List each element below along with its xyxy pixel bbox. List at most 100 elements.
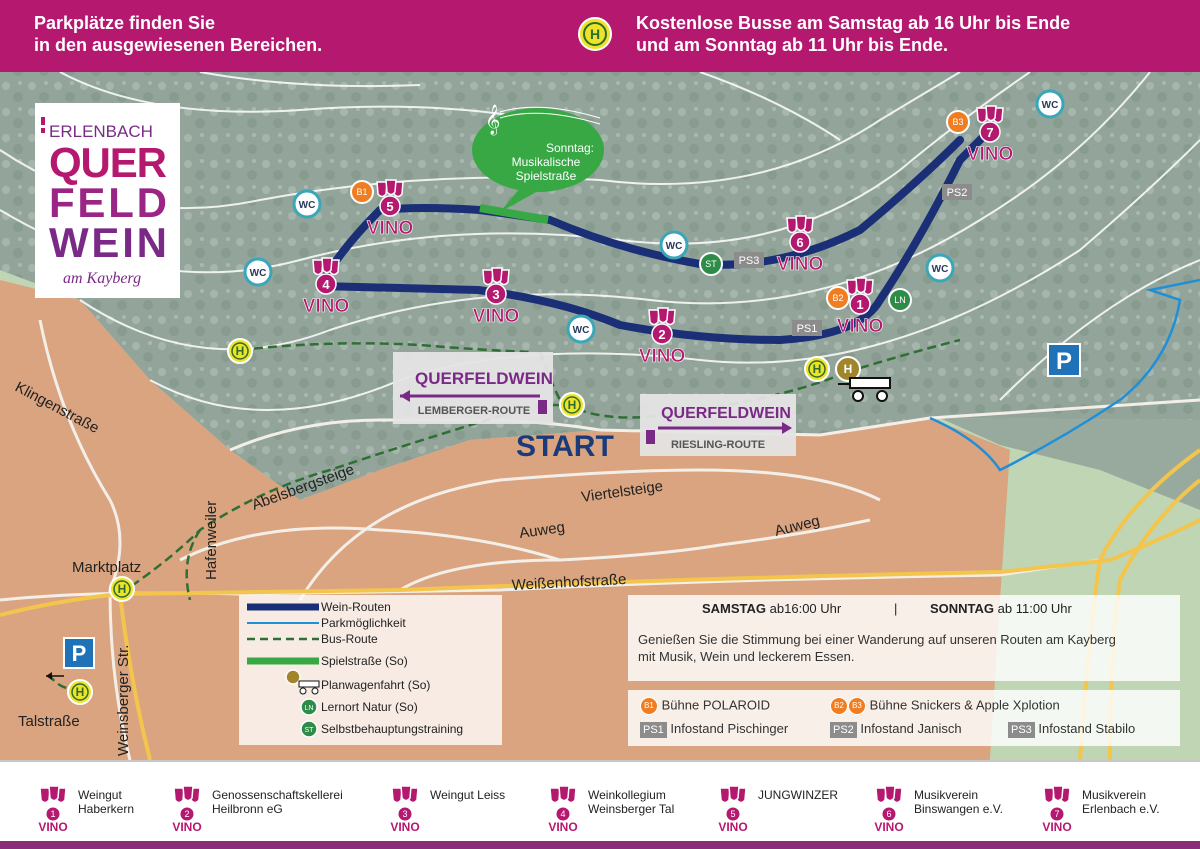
samstag-label: SAMSTAG bbox=[702, 601, 767, 616]
station-1-marker[interactable]: 1 VINO bbox=[836, 277, 884, 337]
infostand-ps3-label: Infostand Stabilo bbox=[1038, 721, 1136, 736]
stage-b2b3-label: Bühne Snickers & Apple Xplotion bbox=[869, 697, 1060, 713]
music-bubble: 𝄞 Sonntag: Musikalische Spielstraße bbox=[472, 104, 604, 212]
sponsor-6-line-2: Binswangen e.V. bbox=[914, 802, 1003, 816]
svg-text:1: 1 bbox=[856, 297, 863, 312]
bus-line-1: Kostenlose Busse am Samstag ab 16 Uhr bi… bbox=[636, 13, 1071, 33]
station-2-marker[interactable]: 2 VINO bbox=[638, 307, 686, 367]
planwagen-stop-icon: H bbox=[835, 356, 861, 382]
svg-text:WC: WC bbox=[932, 264, 949, 275]
svg-text:3: 3 bbox=[492, 287, 499, 302]
wc-icon: WC bbox=[243, 257, 273, 287]
svg-text:6: 6 bbox=[796, 235, 803, 250]
svg-text:B3: B3 bbox=[952, 117, 963, 127]
svg-text:H: H bbox=[118, 582, 127, 596]
svg-text:5: 5 bbox=[730, 809, 735, 819]
svg-text:H: H bbox=[236, 344, 245, 358]
station-3-marker[interactable]: 3 VINO bbox=[472, 267, 520, 327]
svg-text:7: 7 bbox=[986, 125, 993, 140]
parking-info: Parkplätze finden Sie in den ausgewiesen… bbox=[34, 12, 322, 56]
station-4-vino: VINO bbox=[303, 296, 349, 317]
infostand-ps2-badge: PS2 bbox=[830, 721, 857, 738]
parking-icon: P bbox=[1047, 343, 1081, 377]
stage-b1-label: Bühne POLAROID bbox=[661, 697, 771, 713]
sponsor-4-line-2: Weinsberger Tal bbox=[588, 802, 675, 816]
street-weissenhofstrasse: Weißenhofstraße bbox=[511, 571, 627, 594]
legend-bus-route: Bus-Route bbox=[321, 632, 378, 646]
stage-b2-badge: B2 bbox=[830, 697, 848, 715]
infostand-ps3-badge: PS3 bbox=[1008, 721, 1035, 738]
svg-text:VINO: VINO bbox=[548, 820, 577, 832]
svg-text:4: 4 bbox=[560, 809, 565, 819]
bus-info: Kostenlose Busse am Samstag ab 16 Uhr bi… bbox=[636, 12, 1070, 56]
riesling-route-sign[interactable]: QUERFELDWEIN RIESLING-ROUTE bbox=[640, 394, 796, 456]
infostand-ps2-label: Infostand Janisch bbox=[860, 721, 962, 736]
station-5-marker[interactable]: 5 VINO bbox=[366, 179, 414, 239]
svg-text:P: P bbox=[72, 641, 87, 666]
event-logo: ERLENBACH QUER FELD WEIN am Kayberg bbox=[35, 103, 180, 298]
bus-stop-icon: H bbox=[578, 17, 612, 51]
svg-text:WC: WC bbox=[250, 268, 267, 279]
selbstbehauptung-badge: ST bbox=[699, 252, 723, 276]
sponsor-1-line-2: Haberkern bbox=[78, 802, 135, 816]
svg-text:3: 3 bbox=[402, 809, 407, 819]
logo-erlenbach: ERLENBACH bbox=[49, 122, 153, 141]
parking-icon: P bbox=[63, 637, 95, 669]
stage-b1-badge: B1 bbox=[350, 180, 374, 204]
bus-stop-icon: H bbox=[227, 338, 253, 364]
legend-spielstrasse: Spielstraße (So) bbox=[321, 654, 408, 668]
svg-text:VINO: VINO bbox=[390, 820, 419, 832]
street-talstrasse: Talstraße bbox=[18, 713, 80, 730]
sponsor-4-line-1: Weinkollegium bbox=[588, 788, 666, 802]
svg-text:4: 4 bbox=[322, 277, 330, 292]
svg-text:PS3: PS3 bbox=[739, 255, 760, 267]
samstag-time: ab16:00 Uhr bbox=[769, 601, 842, 616]
bus-line-2: und am Sonntag ab 11 Uhr bis Ende. bbox=[636, 35, 949, 55]
map-legend: LN ST Wein-Routen Parkmöglichkeit Bus-Ro… bbox=[239, 595, 502, 745]
sponsor-6-line-1: Musikverein bbox=[914, 788, 979, 802]
station-6-marker[interactable]: 6 VINO bbox=[776, 215, 824, 275]
riesling-subtitle: RIESLING-ROUTE bbox=[671, 439, 765, 451]
street-marktplatz: Marktplatz bbox=[72, 559, 141, 576]
legend-selbstbehauptung: Selbstbehauptungstraining bbox=[321, 722, 464, 736]
lemberger-route-sign[interactable]: QUERFELDWEIN LEMBERGER-ROUTE bbox=[393, 352, 553, 424]
station-5-vino: VINO bbox=[367, 218, 413, 239]
street-hafenweiler: Hafenweiler bbox=[203, 501, 220, 580]
infostand-ps1-badge: PS1 bbox=[792, 320, 822, 336]
station-2-vino: VINO bbox=[639, 346, 685, 367]
station-4-marker[interactable]: 4 VINO bbox=[302, 257, 350, 317]
sponsor-7-line-2: Erlenbach e.V. bbox=[1082, 802, 1160, 816]
logo-wein: WEIN bbox=[49, 219, 167, 266]
svg-text:PS1: PS1 bbox=[797, 323, 818, 335]
svg-text:ST: ST bbox=[305, 727, 315, 734]
stage-b1-badge: B1 bbox=[640, 697, 658, 715]
music-line-2: Musikalische bbox=[512, 155, 581, 169]
wc-icon: WC bbox=[566, 314, 596, 344]
svg-text:1: 1 bbox=[50, 809, 55, 819]
music-line-3: Spielstraße bbox=[516, 169, 577, 183]
svg-text:5: 5 bbox=[386, 199, 393, 214]
header-bar: Parkplätze finden Sie in den ausgewiesen… bbox=[0, 0, 1200, 72]
svg-text:7: 7 bbox=[1054, 809, 1059, 819]
svg-text:ST: ST bbox=[705, 259, 717, 269]
station-3-vino: VINO bbox=[473, 306, 519, 327]
svg-text:WC: WC bbox=[666, 241, 683, 252]
logo-feld: FELD bbox=[49, 179, 167, 226]
bottom-stripe bbox=[0, 841, 1200, 849]
svg-text:VINO: VINO bbox=[1042, 820, 1071, 832]
street-weinsberger: Weinsberger Str. bbox=[115, 645, 132, 756]
wagon-icon bbox=[838, 377, 891, 402]
svg-text:H: H bbox=[813, 362, 822, 376]
lemberger-subtitle: LEMBERGER-ROUTE bbox=[418, 405, 530, 417]
station-7-marker[interactable]: 7 VINO bbox=[966, 105, 1014, 165]
